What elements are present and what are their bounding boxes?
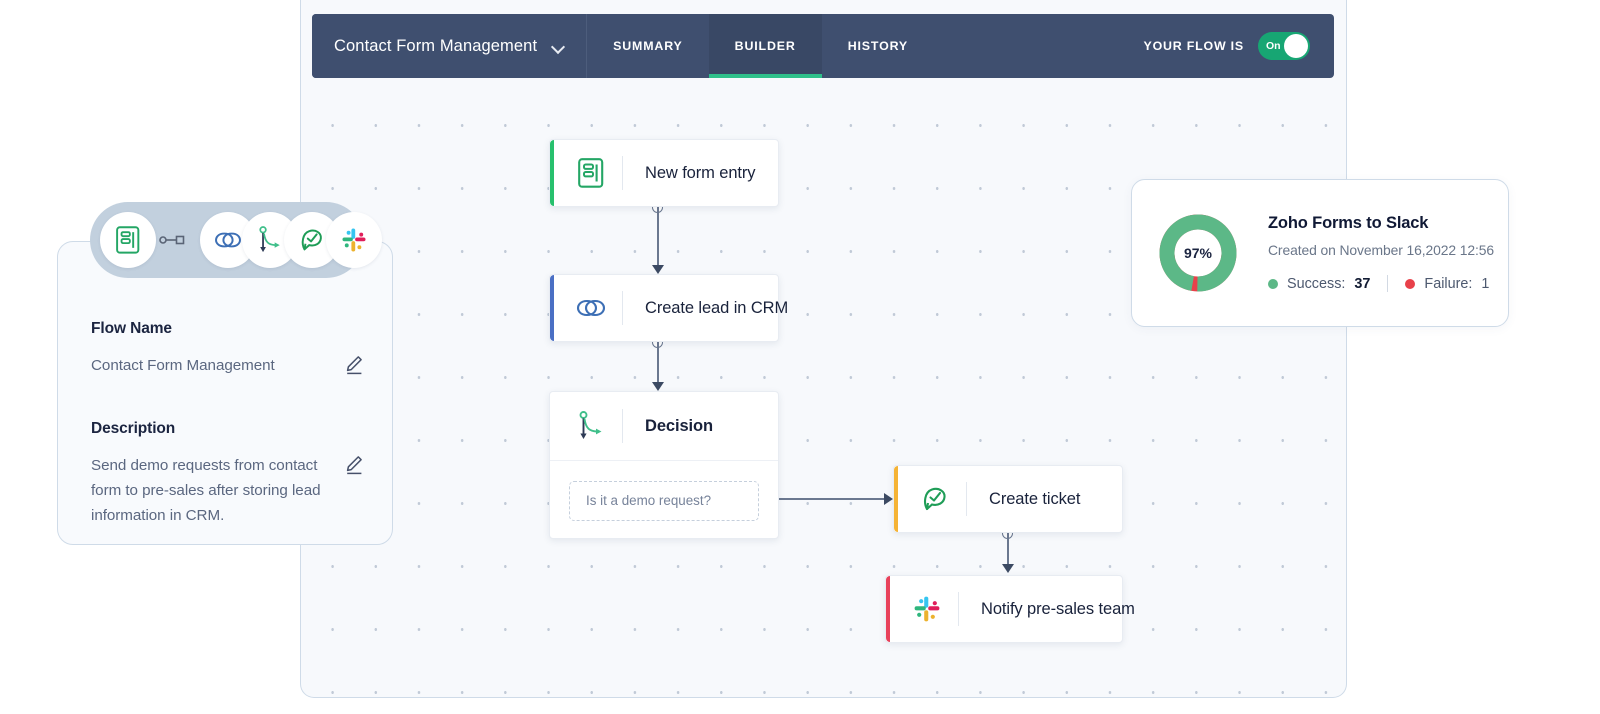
pill-zoho-forms-app[interactable] <box>100 212 156 268</box>
decision-condition-text: Is it a demo request? <box>586 493 712 508</box>
node-accent-bar <box>550 140 554 206</box>
flow-name-dropdown-label: Contact Form Management <box>334 36 538 55</box>
node-accent-bar <box>886 576 890 642</box>
failure-label: Failure: <box>1424 275 1473 292</box>
connector-arrow-icon <box>652 382 664 391</box>
connector-arrow-icon <box>1002 564 1014 573</box>
node-divider <box>622 409 623 443</box>
legend-success: Success: 37 <box>1268 276 1370 292</box>
stats-legend: Success: 37 Failure: 1 <box>1268 275 1494 292</box>
decision-branch-icon <box>259 226 280 253</box>
pill-slack-app[interactable] <box>326 212 382 268</box>
legend-failure: Failure: 1 <box>1405 276 1489 292</box>
tab-builder[interactable]: BUILDER <box>708 14 822 78</box>
edit-description-pencil-icon[interactable] <box>345 455 364 480</box>
flow-name-row: Contact Form Management <box>91 353 364 380</box>
zoho-forms-icon <box>116 226 140 254</box>
decision-condition-field[interactable]: Is it a demo request? <box>569 480 759 521</box>
tab-history-label: HISTORY <box>847 39 909 53</box>
flow-name-heading: Flow Name <box>91 320 172 337</box>
connector-line <box>768 498 886 500</box>
failure-dot-icon <box>1405 278 1416 289</box>
edit-flow-name-pencil-icon[interactable] <box>345 355 364 380</box>
stats-created-timestamp: Created on November 16,2022 12:56 <box>1268 242 1495 258</box>
builder-canvas-frame <box>300 0 1347 698</box>
node-divider <box>622 291 623 325</box>
flow-header-bar: Contact Form Management SUMMARY BUILDER … <box>312 14 1334 78</box>
connector-line <box>657 207 659 268</box>
legend-separator <box>1387 275 1389 292</box>
flow-enable-toggle[interactable]: On <box>1258 32 1310 60</box>
flow-stats-card: 97% Zoho Forms to Slack Created on Novem… <box>1131 179 1509 327</box>
connector-arrow-icon <box>652 265 664 274</box>
zoho-desk-ticket-icon <box>301 229 322 251</box>
connector-arrow-icon <box>884 493 893 505</box>
success-dot-icon <box>1268 278 1278 289</box>
flow-node-create-lead[interactable]: Create lead in CRM <box>549 274 788 342</box>
panel-spacer <box>91 380 364 420</box>
stats-card-title: Zoho Forms to Slack <box>1268 214 1429 232</box>
success-value: 37 <box>1354 275 1371 292</box>
pill-app-group <box>200 212 382 268</box>
description-row: Send demo requests from contact form to … <box>91 453 364 528</box>
connector-line <box>657 342 659 385</box>
zoho-forms-icon <box>574 156 608 190</box>
header-right-group: YOUR FLOW IS On <box>1144 14 1334 78</box>
tab-builder-label: BUILDER <box>734 39 796 53</box>
slack-icon <box>910 592 944 626</box>
tab-summary[interactable]: SUMMARY <box>587 14 709 78</box>
decision-node-body: Is it a demo request? <box>550 461 778 540</box>
zoho-crm-link-icon <box>574 291 608 325</box>
flow-node-notify-pre-sales[interactable]: Notify pre-sales team <box>885 575 1135 643</box>
tab-history[interactable]: HISTORY <box>822 14 934 78</box>
stats-text-group: Zoho Forms to Slack Created on November … <box>1268 214 1494 292</box>
node-label: Decision <box>645 416 713 435</box>
node-accent-bar <box>894 466 898 532</box>
success-rate-donut-chart: 97% <box>1156 211 1240 295</box>
node-divider <box>966 482 967 516</box>
flow-info-panel: Flow Name Contact Form Management Descri… <box>57 241 393 545</box>
flow-node-new-form-entry[interactable]: New form entry <box>549 139 779 207</box>
success-label: Success: <box>1287 275 1346 292</box>
description-value: Send demo requests from contact form to … <box>91 457 321 524</box>
tab-summary-label: SUMMARY <box>613 39 683 53</box>
node-label: Create lead in CRM <box>645 298 789 317</box>
flow-node-create-ticket[interactable]: Create ticket <box>893 465 1123 533</box>
zoho-desk-ticket-icon <box>918 482 952 516</box>
node-label: Create ticket <box>989 489 1081 508</box>
decision-branch-icon <box>574 409 608 443</box>
flow-apps-pill <box>90 202 382 278</box>
connector-icon <box>156 233 190 247</box>
donut-center-percent: 97% <box>1183 245 1213 261</box>
toggle-knob <box>1284 34 1308 58</box>
flow-node-decision[interactable]: Decision Is it a demo request? <box>549 391 779 539</box>
node-divider <box>958 592 959 626</box>
node-divider <box>622 156 623 190</box>
flow-toggle-value: On <box>1266 40 1281 52</box>
flow-name-dropdown[interactable]: Contact Form Management <box>312 14 588 78</box>
zoho-crm-link-icon <box>215 232 241 248</box>
node-accent-bar <box>550 275 554 341</box>
flow-state-label: YOUR FLOW IS <box>1143 39 1244 53</box>
description-heading: Description <box>91 420 176 437</box>
node-label: Notify pre-sales team <box>981 599 1135 618</box>
flow-name-value: Contact Form Management <box>91 357 275 374</box>
slack-icon <box>342 228 366 252</box>
chevron-down-icon <box>553 41 564 52</box>
canvas-dot-grid <box>301 80 1346 697</box>
failure-value: 1 <box>1481 275 1490 292</box>
decision-node-header: Decision <box>550 392 778 461</box>
node-label: New form entry <box>645 163 756 182</box>
connector-line <box>1007 533 1009 567</box>
